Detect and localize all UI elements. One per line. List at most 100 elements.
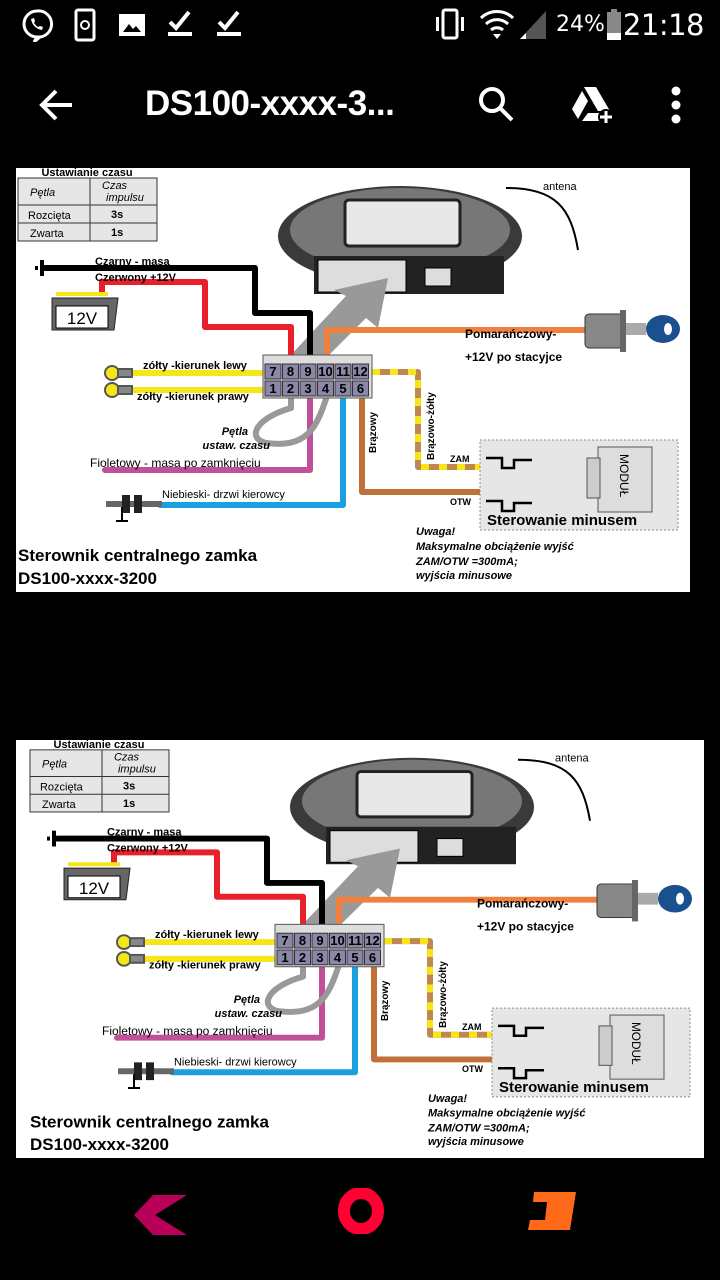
- home-icon[interactable]: [338, 1188, 384, 1234]
- pin-number: 1: [281, 950, 288, 965]
- pin-number: 5: [339, 381, 346, 396]
- svg-text:wyjścia minusowe: wyjścia minusowe: [416, 570, 512, 582]
- pdf-page-2[interactable]: Ustawianie czasu Pętla Czas impulsu Rozc…: [16, 739, 704, 1158]
- back-arrow-icon[interactable]: [38, 87, 74, 123]
- svg-text:Sterowanie minusem: Sterowanie minusem: [499, 1080, 649, 1096]
- pin-number: 2: [299, 950, 306, 965]
- svg-text:12V: 12V: [67, 309, 98, 328]
- svg-text:Ustawianie czasu: Ustawianie czasu: [41, 168, 132, 179]
- diagram-model: DS100-xxxx-3200: [30, 1135, 169, 1154]
- pin-number: 4: [334, 950, 342, 965]
- svg-text:Sterowanie minusem: Sterowanie minusem: [487, 512, 637, 529]
- pin-cell: [294, 949, 311, 966]
- ignition-key: [596, 879, 692, 922]
- svg-text:Brązowy: Brązowy: [380, 980, 391, 1021]
- svg-text:Niebieski- drzwi kierowcy: Niebieski- drzwi kierowcy: [162, 489, 285, 501]
- pin-number: 4: [322, 381, 330, 396]
- pin-cell: [282, 363, 299, 380]
- pin-cell: [364, 932, 381, 949]
- svg-text:Pętla: Pętla: [234, 994, 260, 1006]
- black-wire: [42, 265, 313, 368]
- svg-text:Czarny - masa: Czarny - masa: [95, 256, 170, 268]
- pin-cell: [364, 949, 381, 966]
- svg-text:Zwarta: Zwarta: [30, 228, 65, 240]
- svg-text:1s: 1s: [111, 227, 123, 239]
- svg-text:Brązowo-żółty: Brązowo-żółty: [426, 392, 437, 460]
- svg-text:Brązowy: Brązowy: [368, 411, 379, 453]
- ignition-key: [584, 310, 680, 352]
- svg-text:Pomarańczowy-: Pomarańczowy-: [477, 897, 568, 911]
- svg-text:zółty -kierunek lewy: zółty -kierunek lewy: [155, 929, 259, 941]
- violet-wire: [102, 393, 313, 473]
- pin-number: 7: [281, 933, 288, 948]
- svg-text:Ustawianie czasu: Ustawianie czasu: [54, 740, 145, 751]
- turn-signal-bulbs: [116, 934, 145, 967]
- wiring-diagram: Ustawianie czasu Pętla Czas impulsu Rozc…: [29, 739, 692, 1154]
- svg-text:+12V po stacyjce: +12V po stacyjce: [465, 350, 562, 364]
- pdf-page-1[interactable]: Ustawianie czasu Pętla Czas impulsu Rozc…: [16, 167, 690, 592]
- pin-number: 8: [287, 364, 294, 379]
- search-icon[interactable]: [477, 85, 515, 123]
- svg-text:ustaw. czasu: ustaw. czasu: [215, 1008, 283, 1020]
- pin-number: 3: [304, 381, 311, 396]
- pin-cell: [352, 363, 369, 380]
- pin-cell: [311, 932, 329, 949]
- red-wire: [99, 279, 294, 371]
- svg-text:Zwarta: Zwarta: [42, 799, 77, 811]
- battery: 12V: [51, 292, 119, 331]
- svg-text:12V: 12V: [79, 879, 110, 898]
- svg-text:Fioletowy - masa po zamknięciu: Fioletowy - masa po zamknięciu: [102, 1024, 273, 1038]
- drive-add-icon[interactable]: [570, 85, 616, 125]
- svg-text:ZAM/OTW =300mA;: ZAM/OTW =300mA;: [427, 1122, 530, 1134]
- black-wire: [54, 835, 325, 938]
- svg-text:Uwaga!: Uwaga!: [428, 1093, 467, 1105]
- signal-icon: [520, 11, 546, 39]
- svg-text:zółty -kierunek prawy: zółty -kierunek prawy: [149, 960, 261, 972]
- svg-text:MODUŁ: MODUŁ: [617, 454, 631, 498]
- minus-control-box: MODUŁ Sterowanie minusem: [491, 1007, 691, 1098]
- sync-icon: [74, 8, 96, 42]
- battery-percent: 24%: [556, 12, 605, 37]
- pin-number: 9: [316, 933, 323, 948]
- check-download-icon: [217, 10, 241, 36]
- wifi-icon: [479, 10, 515, 39]
- more-vert-icon[interactable]: [669, 86, 683, 124]
- svg-text:ZAM: ZAM: [462, 1022, 481, 1032]
- navigation-bar: [0, 1180, 720, 1280]
- pin-number: 7: [269, 364, 276, 379]
- pin-cell: [299, 363, 317, 380]
- pin-number: 9: [304, 364, 311, 379]
- pin-cell: [317, 363, 334, 380]
- pin-cell: [346, 932, 364, 949]
- pin-number: 11: [336, 364, 350, 379]
- turn-signal-bulbs: [104, 365, 133, 398]
- pin-cell: [276, 932, 294, 949]
- svg-text:impulsu: impulsu: [118, 764, 156, 776]
- pin-number: 2: [287, 381, 294, 396]
- svg-text:Czerwony +12V: Czerwony +12V: [95, 272, 177, 284]
- svg-text:+12V po stacyjce: +12V po stacyjce: [477, 919, 574, 933]
- pin-cell: [317, 380, 334, 397]
- pin-cell: [334, 363, 352, 380]
- recents-icon[interactable]: [528, 1192, 578, 1234]
- pin-number: 6: [357, 381, 364, 396]
- pin-number: 12: [353, 364, 367, 379]
- svg-text:Pętla: Pętla: [42, 759, 67, 771]
- svg-text:1s: 1s: [123, 798, 135, 810]
- pin-cell: [282, 380, 299, 397]
- pin-cell: [352, 380, 369, 397]
- antenna-wire: antena: [505, 181, 579, 251]
- pin-cell: [264, 380, 282, 397]
- image-icon: [119, 14, 145, 36]
- pin-number: 10: [318, 364, 332, 379]
- diagram-title: Sterownik centralnego zamka: [18, 546, 258, 565]
- svg-text:ZAM: ZAM: [450, 454, 470, 464]
- ground-symbol: [47, 830, 56, 847]
- back-icon[interactable]: [134, 1194, 188, 1236]
- wiring-diagram: Ustawianie czasu Pętla Czas impulsu Rozc…: [17, 167, 680, 588]
- viber-icon: [22, 9, 54, 42]
- svg-text:Pętla: Pętla: [222, 426, 248, 438]
- diagram-title: Sterownik centralnego zamka: [30, 1113, 270, 1132]
- antenna-wire: antena: [517, 753, 591, 822]
